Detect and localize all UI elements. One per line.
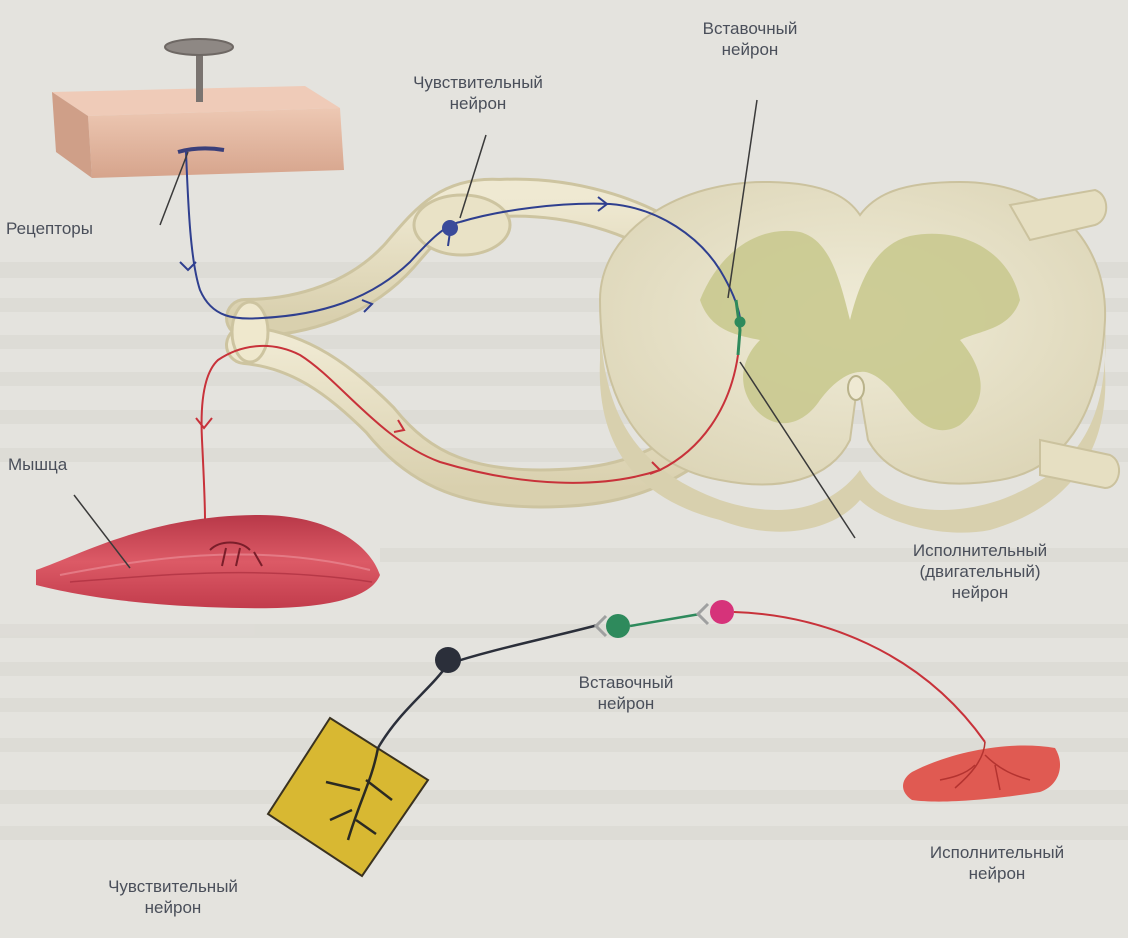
motor-soma-icon xyxy=(710,600,734,624)
receptors-label: Рецепторы xyxy=(6,218,93,239)
sensory-soma-icon xyxy=(435,647,461,673)
sensory-neuron-label-top: Чувствительный нейрон xyxy=(372,72,584,114)
muscle-label: Мышца xyxy=(8,454,67,475)
motor-neuron-label-right: Исполнительный (двигательный) нейрон xyxy=(870,540,1090,603)
interneuron-label-top: Вставочный нейрон xyxy=(660,18,840,60)
synapse-icon xyxy=(698,604,708,624)
interneuron-label-bottom: Вставочный нейрон xyxy=(536,672,716,714)
muscle-icon xyxy=(36,515,380,608)
motor-neuron-label-bottom: Исполнительный нейрон xyxy=(884,842,1110,884)
interneuron-soma-icon xyxy=(606,614,630,638)
spinal-cord xyxy=(600,182,1119,533)
sensory-neuron-label-bottom: Чувствительный нейрон xyxy=(58,876,288,918)
